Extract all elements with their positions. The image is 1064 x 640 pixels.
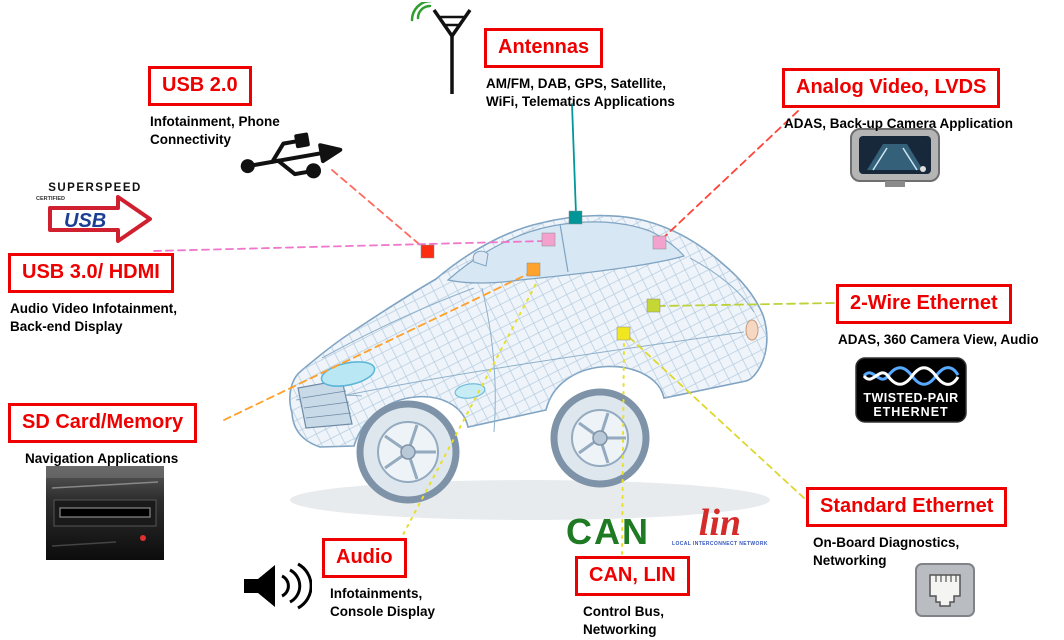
lin-logo: lin LOCAL INTERCONNECT NETWORK xyxy=(672,502,768,548)
marker-usb2 xyxy=(420,244,435,259)
can-logo: CAN xyxy=(566,514,650,550)
usb3-hdmi-desc: Audio Video Infotainment, Back-end Displ… xyxy=(10,301,177,334)
superspeed-usb-logo: SUPERSPEED CERTIFIED USB xyxy=(36,182,154,246)
line-analog-video-lvds xyxy=(660,110,799,241)
sd-card-desc: Navigation Applications xyxy=(25,451,179,466)
callout-analog-video-lvds: Analog Video, LVDS ADAS, Back-up Camera … xyxy=(782,68,1013,133)
callout-can-lin: CAN, LIN Control Bus, Networking xyxy=(575,556,690,638)
standard-ethernet-desc: On-Board Diagnostics, Networking xyxy=(813,535,960,568)
callout-usb2: USB 2.0 Infotainment, Phone Connectivity xyxy=(148,66,280,148)
lin-logo-subtext: LOCAL INTERCONNECT NETWORK xyxy=(672,541,768,548)
superspeed-usb-text: USB xyxy=(64,210,106,232)
callout-usb3-hdmi: USB 3.0/ HDMI Audio Video Infotainment, … xyxy=(8,253,177,335)
callout-audio: Audio Infotainments, Console Display xyxy=(322,538,435,620)
line-sd-card xyxy=(223,271,533,421)
lin-logo-text: lin xyxy=(698,502,742,544)
line-antennas xyxy=(571,103,577,215)
sd-card-photo xyxy=(46,466,164,560)
superspeed-arrow: USB xyxy=(48,195,152,243)
can-lin-desc: Control Bus, Networking xyxy=(583,604,664,637)
2wire-ethernet-desc: ADAS, 360 Camera View, Audio xyxy=(838,332,1039,347)
twisted-pair-text-2: ETHERNET xyxy=(873,405,948,419)
line-standard-ethernet xyxy=(629,337,805,499)
antennas-desc: AM/FM, DAB, GPS, Satellite, WiFi, Telema… xyxy=(486,76,675,109)
marker-can-lin xyxy=(616,326,631,341)
marker-2wire-ethernet xyxy=(646,298,661,313)
connector-lines xyxy=(153,103,835,555)
usb-trident-icon xyxy=(240,132,343,179)
line-can-lin xyxy=(621,339,625,555)
marker-antennas xyxy=(568,210,583,225)
antennas-title: Antennas xyxy=(484,28,604,68)
sd-card-title: SD Card/Memory xyxy=(8,403,198,443)
twisted-pair-text-1: TWISTED-PAIR xyxy=(863,391,958,405)
audio-title: Audio xyxy=(322,538,407,578)
audio-desc: Infotainments, Console Display xyxy=(330,586,436,619)
line-audio xyxy=(395,279,539,549)
usb2-desc: Infotainment, Phone Connectivity xyxy=(150,114,280,147)
usb2-title: USB 2.0 xyxy=(148,66,252,106)
antenna-icon xyxy=(410,2,472,94)
marker-sd-card xyxy=(526,262,541,277)
superspeed-text: SUPERSPEED xyxy=(48,182,142,194)
twisted-pair-ethernet-badge: TWISTED-PAIR ETHERNET xyxy=(855,357,967,423)
callout-2wire-ethernet: 2-Wire Ethernet ADAS, 360 Camera View, A… xyxy=(836,284,1039,349)
backup-camera-image xyxy=(850,128,940,187)
can-logo-text: CAN xyxy=(566,511,650,552)
speaker-icon xyxy=(244,562,312,610)
marker-analog-video-lvds xyxy=(652,235,667,250)
usb3-hdmi-title: USB 3.0/ HDMI xyxy=(8,253,174,293)
line-usb3-hdmi xyxy=(153,240,546,252)
callout-antennas: Antennas AM/FM, DAB, GPS, Satellite, WiF… xyxy=(484,28,675,110)
marker-usb3-hdmi xyxy=(541,232,556,247)
connection-markers xyxy=(420,210,667,341)
callout-standard-ethernet: Standard Ethernet On-Board Diagnostics, … xyxy=(806,487,1008,569)
line-2wire-ethernet xyxy=(659,302,835,307)
ethernet-jack-icon xyxy=(915,563,975,617)
callout-sd-card: SD Card/Memory Navigation Applications xyxy=(8,403,198,468)
can-lin-title: CAN, LIN xyxy=(575,556,690,596)
car-wireframe-image xyxy=(289,214,770,520)
certified-text: CERTIFIED xyxy=(36,196,66,202)
analog-video-lvds-title: Analog Video, LVDS xyxy=(782,68,1001,108)
2wire-ethernet-title: 2-Wire Ethernet xyxy=(836,284,1012,324)
analog-video-lvds-desc: ADAS, Back-up Camera Application xyxy=(784,116,1014,131)
line-usb2 xyxy=(331,169,427,251)
standard-ethernet-title: Standard Ethernet xyxy=(806,487,1008,527)
